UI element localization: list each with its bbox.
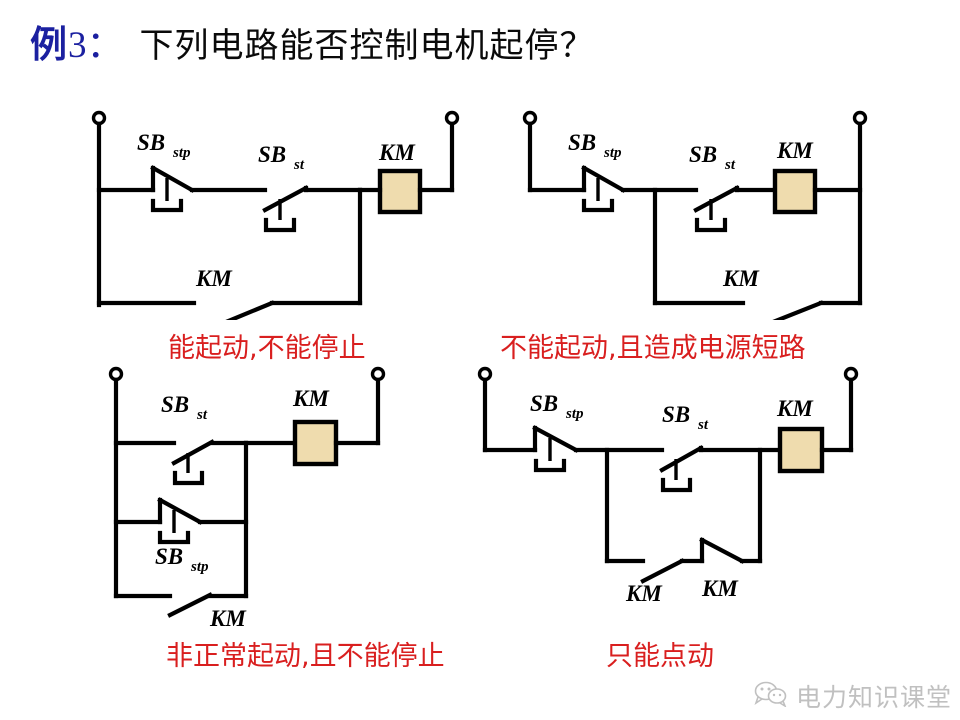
nc-contact-arm [157,497,203,525]
right-terminal-node [843,366,859,382]
no-contact-arm [659,445,704,473]
km-aux-left-contact-arm [640,558,685,584]
stop-button-label: SB [137,130,165,155]
circuit-4-caption: 只能点动 [606,641,714,672]
km-aux-label: KM [209,606,247,628]
km-aux-no-contact-left[interactable] [640,558,685,584]
circuit-3-diagram: SB st SB stp KM KM [90,358,420,628]
no-contact-arm [262,185,309,213]
circuit-2-caption: 不能起动,且造成电源短路 [500,333,806,364]
stop-button-sublabel: stp [172,145,191,161]
no-actuator-button [172,470,205,486]
right-terminal-node [370,366,386,382]
no-actuator-button [694,217,728,233]
left-terminal-node [108,366,124,382]
km-aux-contact-arm [772,300,824,320]
km-coil-label: KM [776,138,814,163]
watermark: 电力知识课堂 [754,678,952,714]
left-terminal-node [91,110,107,126]
no-contact-arm [171,439,215,466]
stop-button-label: SB [155,544,183,569]
circuit-4-diagram: SB stp SB st KM KM KM [440,358,880,628]
start-button-sublabel: st [724,157,736,173]
nc-contact-arm [581,165,626,193]
stop-button-nc-contact[interactable] [581,165,626,213]
nc-actuator-button [157,530,191,545]
left-terminal-node [522,110,538,126]
stop-button-nc-contact[interactable] [157,497,203,545]
km-aux-left-label: KM [625,581,663,606]
wechat-icon [754,681,788,712]
start-button-no-contact[interactable] [693,185,740,233]
page-title-colon: ： [86,25,124,66]
km-coil-label: KM [776,396,814,421]
start-button-label: SB [161,392,189,417]
no-contact-arm [693,185,740,213]
stop-button-label: SB [568,130,596,155]
km-coil-label: KM [292,386,330,411]
stop-button-sublabel: stp [190,559,209,575]
km-coil-label: KM [378,140,416,165]
km-aux-label: KM [195,266,233,291]
km-aux-contact-arm [225,300,275,320]
stop-button-label: SB [530,391,558,416]
start-button-no-contact[interactable] [659,445,704,493]
watermark-text: 电力知识课堂 [795,683,952,712]
km-aux-nc-contact-right[interactable] [699,537,745,564]
km-coil-box [777,426,825,474]
start-button-label: SB [689,142,717,167]
start-button-label: SB [662,402,690,427]
page-title-question: 下列电路能否控制电机起停？ [139,26,595,66]
start-button-no-contact[interactable] [171,439,215,486]
circuit-3-caption: 非正常起动,且不能停止 [166,641,445,672]
km-aux-contact-arm [167,592,213,618]
km-aux-right-label: KM [701,576,739,601]
start-button-sublabel: st [697,417,709,433]
nc-contact-arm [150,165,195,193]
km-aux-no-contact[interactable] [772,300,824,320]
page-title: 例3： 下列电路能否控制电机起停？ [30,14,930,72]
no-actuator-button [263,217,297,233]
start-button-sublabel: st [196,407,208,423]
nc-actuator-button [581,198,615,213]
stop-button-nc-contact[interactable] [150,165,195,213]
stop-button-sublabel: stp [603,145,622,161]
start-button-sublabel: st [293,157,305,173]
circuit-2-diagram: SB stp SB st KM KM [480,100,880,320]
km-coil-box [377,168,423,215]
km-aux-right-contact-arm [699,537,745,564]
page-title-prefix: 例 [30,23,68,66]
km-coil-box [292,419,339,467]
right-terminal-node [444,110,460,126]
nc-contact-arm [532,425,579,453]
circuit-1-diagram: SB stp SB st KM KM [80,100,480,320]
page-title-number: 3 [68,25,87,66]
no-actuator-button [660,477,693,493]
start-button-label: SB [258,142,286,167]
km-coil-box [772,168,818,215]
km-aux-label: KM [722,266,760,291]
left-terminal-node [477,366,493,382]
start-button-no-contact[interactable] [262,185,309,233]
km-aux-no-contact[interactable] [225,300,363,320]
nc-actuator-button [150,198,184,213]
nc-actuator-button [533,458,567,473]
stop-button-sublabel: stp [565,406,584,422]
stop-button-nc-contact[interactable] [532,425,579,473]
km-aux-no-contact[interactable] [167,592,213,618]
circuit-1-caption: 能起动,不能停止 [168,333,366,364]
right-terminal-node [852,110,868,126]
